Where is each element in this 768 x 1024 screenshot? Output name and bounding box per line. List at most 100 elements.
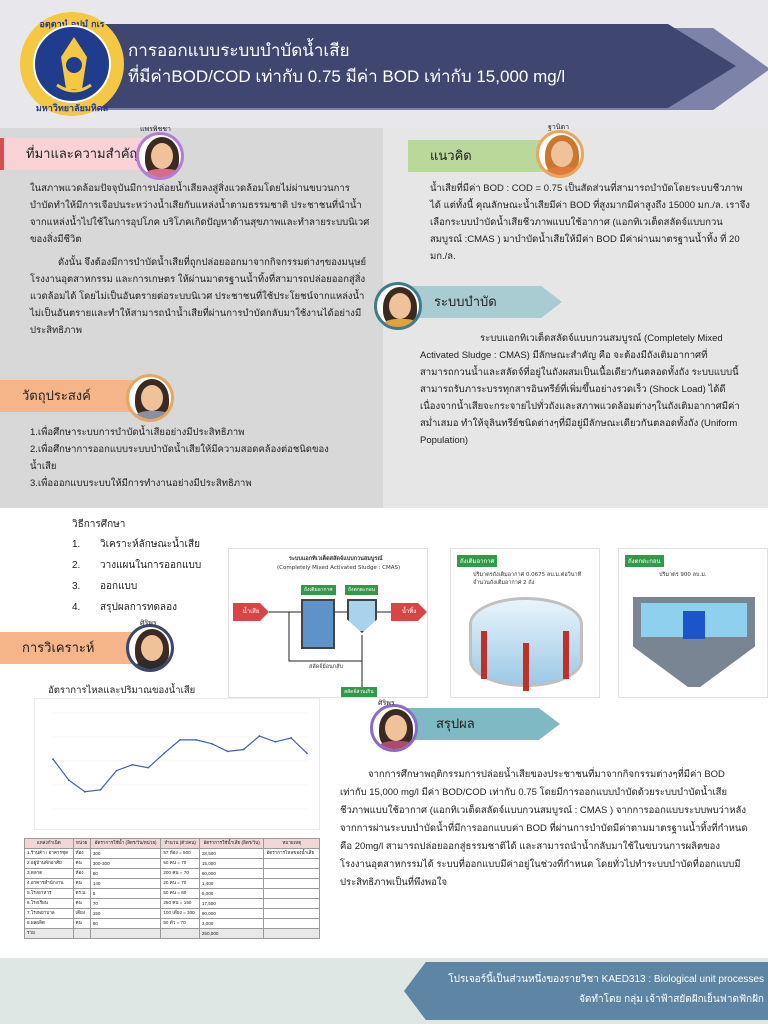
aeration-tank: [301, 599, 335, 649]
table-cell: [263, 868, 320, 879]
objective-item: 3.เพื่อออกแบบระบบให้มีการทำงานอย่างมีประ…: [30, 478, 252, 489]
clarifier-tank-image: ถังตกตะกอน ปริมาตร 900 ลบ.ม.: [618, 548, 768, 698]
clarifier-photo-line1: ปริมาตร 900 ลบ.ม.: [659, 572, 707, 578]
method-step: 1.วิเคราะห์ลักษณะน้ำเสีย: [72, 539, 200, 550]
total-label: รวม: [24, 928, 74, 939]
diagram-subtitle: (Completely Mixed Activated Sludge : CMA…: [277, 565, 401, 571]
tank2-label: ถังตกตะกอน: [345, 585, 379, 595]
concept-text: น้ำเสียที่มีค่า BOD : COD = 0.75 เป็นสัด…: [430, 183, 750, 262]
avatar: [370, 704, 418, 752]
method-list: 1.วิเคราะห์ลักษณะน้ำเสีย 2.วางแผนในการออ…: [72, 534, 201, 618]
table-cell: 5,000: [198, 888, 265, 899]
analysis-heading: การวิเคราะห์: [0, 632, 150, 664]
table-cell: 250 คน = 150: [160, 898, 200, 909]
chart-grid: [52, 712, 308, 810]
avatar: [374, 282, 422, 330]
series-line: [52, 735, 308, 793]
logo-name: มหาวิทยาลัยมหิดล: [35, 104, 109, 114]
avatar-name-tag: ศิริพร: [140, 619, 157, 627]
waste-sludge-label: สลัดจ์ส่วนเกิน: [341, 687, 377, 697]
table-cell: 20 คน = 70: [160, 878, 200, 889]
right-panel: [383, 128, 768, 508]
footer-credits: จัดทำโดย กลุ่ม เจ้าฟ้าสยัดฝักเย็นฟาดฟักฝ…: [579, 994, 764, 1005]
background-text: ในสภาพแวดล้อมปัจจุบันมีการปล่อยน้ำเสียลง…: [30, 180, 370, 345]
avatar-name-tag: แพรพิชชา: [140, 125, 171, 133]
chart-caption: อัตราการไหลและปริมาณของน้ำเสีย: [48, 685, 196, 696]
table-cell: 70: [89, 898, 162, 909]
title-line-1: การออกแบบระบบบำบัดน้ำเสีย: [128, 41, 350, 60]
table-cell: [263, 888, 320, 899]
table-cell: 200 คน = 70: [160, 868, 200, 879]
table-cell: 50 คน = 60: [160, 888, 200, 899]
objective-item: 1.เพื่อศึกษาระบบการบำบัดน้ำเสียอย่างมีปร…: [30, 427, 245, 438]
aeration-tank-image: ถังเติมอากาศ ปริมาตรถังเติมอากาศ 0.0675 …: [450, 548, 600, 698]
table-cell: 1,400: [198, 878, 265, 889]
table-cell: [263, 898, 320, 909]
table-total-row: รวม 250,000: [24, 928, 320, 939]
table-cell: ห้อง: [72, 848, 91, 859]
avatar: [126, 374, 174, 422]
flow-line-chart: [34, 698, 320, 830]
table-cell: อัตราการไหลของน้ำเสีย: [263, 848, 320, 859]
logo-emblem: [33, 25, 111, 103]
page-title: การออกแบบระบบบำบัดน้ำเสีย ที่มีค่าBOD/CO…: [128, 38, 565, 90]
chart-plot: [52, 712, 308, 810]
table-cell: 300-300: [89, 858, 162, 869]
table-cell: 6.โรงเรียน: [24, 898, 74, 909]
table-cell: 4.อาคารสำนักงาน: [24, 878, 74, 889]
background-paragraph-2: ดังนั้น จึงต้องมีการบำบัดน้ำเสียที่ถูกปล…: [30, 257, 367, 336]
title-line-2: ที่มีค่าBOD/COD เท่ากับ 0.75 มีค่า BOD เ…: [128, 67, 566, 86]
footer-arrow: [404, 962, 768, 1020]
table-cell: ห้อง: [72, 868, 91, 879]
table-cell: 17,500: [198, 898, 265, 909]
university-logo: อตฺตานํ อุปมํ กเร มหาวิทยาลัยมหิดล: [20, 12, 124, 116]
left-panel: [0, 128, 383, 508]
method-step: 4.สรุปผลการทดลอง: [72, 602, 177, 613]
aeration-photo-line1: ปริมาตรถังเติมอากาศ 0.0675 ลบ.ม.ต่อวินาท…: [473, 572, 582, 578]
table-cell: 90,000: [198, 908, 265, 919]
table-cell: คน: [72, 878, 91, 889]
table-cell: 57 ห้อง = 500: [160, 848, 200, 859]
table-cell: คน: [72, 858, 91, 869]
table-cell: เตียง: [72, 908, 91, 919]
table-cell: คน: [72, 918, 91, 929]
table-cell: [263, 918, 320, 929]
table-cell: 80: [89, 868, 162, 879]
table-cell: 50 ตัว = 70: [160, 918, 200, 929]
table-cell: ตร.ม.: [72, 888, 91, 899]
method-step: 3.ออกแบบ: [72, 581, 138, 592]
flow-in-arrow: น้ำเสีย: [233, 603, 269, 621]
avatar: [136, 132, 184, 180]
table-cell: [263, 878, 320, 889]
table-cell: 15,000: [198, 858, 265, 869]
system-text: ระบบแอกทิเวเต็ดสลัดจ์แบบกวนสมบูรณ์ (Comp…: [420, 333, 740, 446]
table-cell: 100 เตียง = 300: [160, 908, 200, 919]
avatar-name-tag: ฐานิตา: [548, 123, 570, 131]
clarifier-center: [683, 611, 705, 639]
diagram-title: ระบบแอกทิเวเต็ดสลัดจ์แบบกวนสมบูรณ์: [289, 556, 383, 562]
column-header: หมายเหตุ: [263, 838, 320, 849]
cmas-diagram: ระบบแอกทิเวเต็ดสลัดจ์แบบกวนสมบูรณ์ (Comp…: [228, 548, 428, 698]
table-cell: 3,000: [198, 918, 265, 929]
footer-course: โปรเจอร์นี้เป็นส่วนหนึ่งของรายวิชา KAED3…: [448, 974, 764, 985]
objectives-list: 1.เพื่อศึกษาระบบการบำบัดน้ำเสียอย่างมีปร…: [30, 424, 330, 492]
avatar: [536, 130, 584, 178]
objective-item: 2.เพื่อศึกษาการออกแบบระบบบำบัดน้ำเสียให้…: [30, 444, 329, 472]
flow-out-arrow: น้ำทิ้ง: [391, 603, 427, 621]
column-header: จำนวน (ตัว/คน): [160, 838, 200, 849]
table-cell: 300: [89, 848, 162, 859]
conclusion-text: จากการศึกษาพฤติกรรมการปล่อยน้ำเสียของประ…: [340, 769, 748, 888]
table-cell: 50 คน = 70: [160, 858, 200, 869]
aeration-photo-line2: จำนวนถังเติมอากาศ 2 ถัง: [473, 580, 535, 586]
table-cell: 2.อยู่บ้านพักอาศัย: [24, 858, 74, 869]
emblem-icon: [56, 37, 92, 93]
column-header: แหล่งกำเนิด: [24, 838, 74, 849]
aeration-photo-label: ถังเติมอากาศ: [457, 555, 498, 567]
